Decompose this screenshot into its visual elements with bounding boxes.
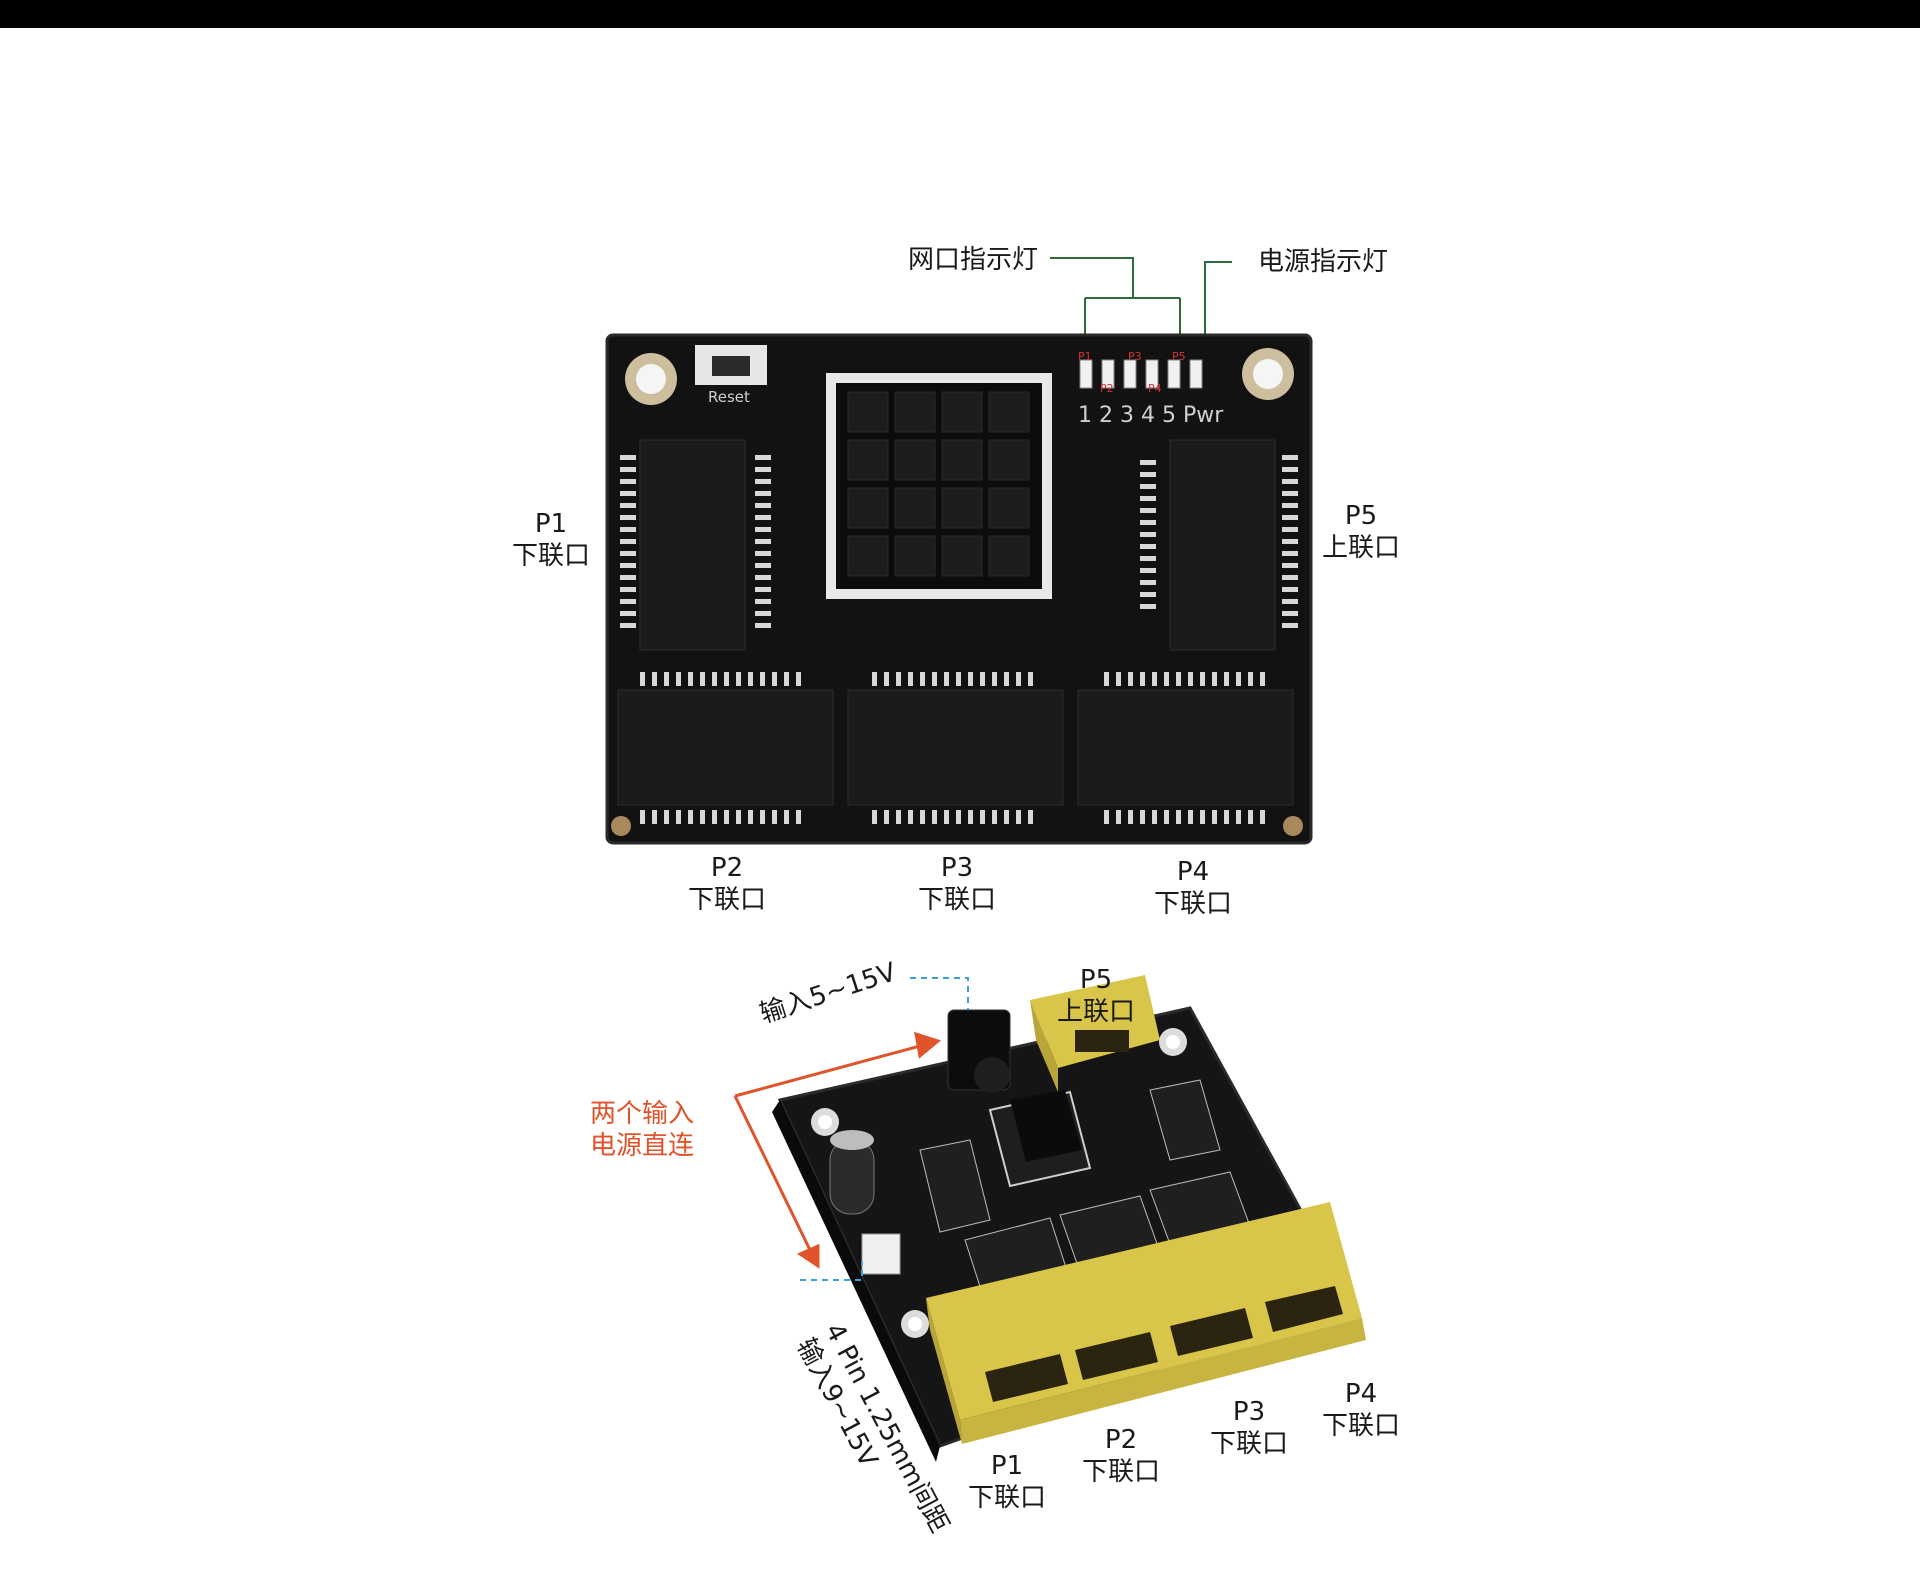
top-port-p5-label: P5 上联口	[1322, 500, 1400, 564]
dual-input-arrows	[733, 1031, 942, 1269]
bottom-rj45-p5	[1030, 975, 1160, 1092]
rj45-jack-p2	[1075, 1332, 1158, 1380]
bottom-port-p2-label: P2 下联口	[1082, 1424, 1160, 1488]
port-role: 下联口	[688, 885, 767, 915]
led-label-p5: P5	[1172, 350, 1186, 363]
callout-lines	[1050, 257, 1232, 345]
transformer-p5	[1169, 439, 1276, 651]
port-role: 上联口	[1322, 533, 1401, 563]
port-name: P2	[1104, 1425, 1138, 1455]
port-role: 下联口	[1082, 1457, 1161, 1487]
led-label-p1: P1	[1078, 350, 1092, 363]
four-pin-connector	[861, 1233, 901, 1275]
port-name: P3	[1232, 1397, 1266, 1427]
top-pcb-board: Reset	[605, 333, 1313, 845]
port-name: P1	[534, 509, 568, 539]
capacitor	[829, 1139, 875, 1215]
top-port-p2-label: P2 下联口	[688, 852, 766, 916]
port-name: P5	[1344, 501, 1378, 531]
port-name: P2	[710, 853, 744, 883]
port-role: 下联口	[1154, 889, 1233, 919]
top-port-p3-label: P3 下联口	[918, 852, 996, 916]
callout-power-led: 电源指示灯	[1258, 247, 1389, 277]
bottom-port-p4-label: P4 下联口	[1322, 1378, 1400, 1442]
bottom-port-p3-label: P3 下联口	[1210, 1396, 1288, 1460]
port-role: 下联口	[968, 1483, 1047, 1513]
port-name: P1	[990, 1451, 1024, 1481]
port-role: 下联口	[918, 885, 997, 915]
port-name: P4	[1344, 1379, 1378, 1409]
port-name: P4	[1176, 857, 1210, 887]
top-port-p4-label: P4 下联口	[1154, 856, 1232, 920]
bottom-port-p5-label: P5 上联口	[1057, 964, 1135, 1028]
rj45-jack-p1	[985, 1354, 1068, 1402]
transformer-p3	[847, 689, 1064, 806]
bottom-port-p1-label: P1 下联口	[968, 1450, 1046, 1514]
port-role: 上联口	[1057, 997, 1136, 1027]
dual-input-label: 两个输入 电源直连	[590, 1098, 694, 1162]
transformer-p1	[639, 439, 746, 651]
port-name: P5	[1079, 965, 1113, 995]
port-name: P3	[940, 853, 974, 883]
dual-input-line2: 电源直连	[590, 1131, 695, 1161]
led-label-p4: P4	[1148, 382, 1162, 395]
top-black-bar	[0, 0, 1920, 28]
led-row	[1079, 359, 1203, 389]
led-label-p2: P2	[1100, 382, 1114, 395]
port-role: 下联口	[1322, 1411, 1401, 1441]
transformer-p4	[1077, 689, 1294, 806]
rj45-jack-p4	[1265, 1286, 1343, 1332]
bottom-rj45-block	[926, 1202, 1366, 1444]
led-numbers-silkscreen: 1 2 3 4 5 Pwr	[1078, 403, 1224, 428]
callout-port-led: 网口指示灯	[908, 245, 1039, 275]
port-role: 下联口	[512, 541, 591, 571]
port-role: 下联口	[1210, 1429, 1289, 1459]
rj45-jack-p3	[1170, 1308, 1253, 1356]
dashed-leaders	[800, 977, 969, 1281]
led-label-p3: P3	[1128, 350, 1142, 363]
reset-silkscreen: Reset	[708, 388, 750, 406]
transformer-p2	[617, 689, 834, 806]
top-port-p1-label: P1 下联口	[512, 508, 590, 572]
dual-input-line1: 两个输入	[590, 1099, 695, 1129]
